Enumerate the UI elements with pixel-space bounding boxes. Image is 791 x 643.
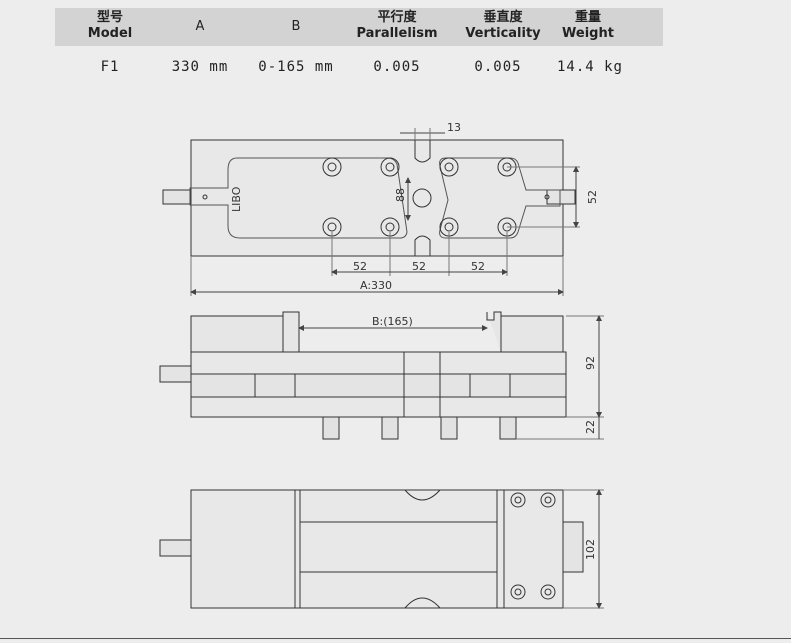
value-parallelism: 0.005 bbox=[373, 59, 421, 75]
value-weight: 14.4 kg bbox=[556, 59, 623, 75]
value-verticality: 0.005 bbox=[474, 59, 522, 75]
dim-52-a: 52 bbox=[353, 260, 367, 273]
value-a: 330 mm bbox=[171, 59, 229, 75]
dim-52-c: 52 bbox=[471, 260, 485, 273]
dim-a: A:330 bbox=[360, 279, 392, 292]
dim-22: 22 bbox=[584, 420, 597, 434]
side-view bbox=[159, 311, 604, 440]
dim-b: B:(165) bbox=[372, 315, 413, 328]
brand-mark: LIBO bbox=[230, 186, 243, 212]
dim-52-right: 52 bbox=[586, 190, 599, 204]
dim-52-b: 52 bbox=[412, 260, 426, 273]
dim-102: 102 bbox=[584, 539, 597, 560]
header-b: B bbox=[291, 19, 301, 34]
value-b: 0-165 mm bbox=[258, 59, 334, 75]
header-a: A bbox=[195, 19, 205, 34]
spec-table-header bbox=[55, 8, 663, 46]
dim-13: 13 bbox=[447, 121, 461, 134]
top-view bbox=[162, 128, 580, 296]
dim-92: 92 bbox=[584, 356, 597, 370]
value-model: F1 bbox=[100, 59, 120, 75]
bottom-divider bbox=[0, 638, 791, 639]
dim-88: 88 bbox=[394, 188, 407, 202]
bottom-view bbox=[159, 489, 604, 609]
